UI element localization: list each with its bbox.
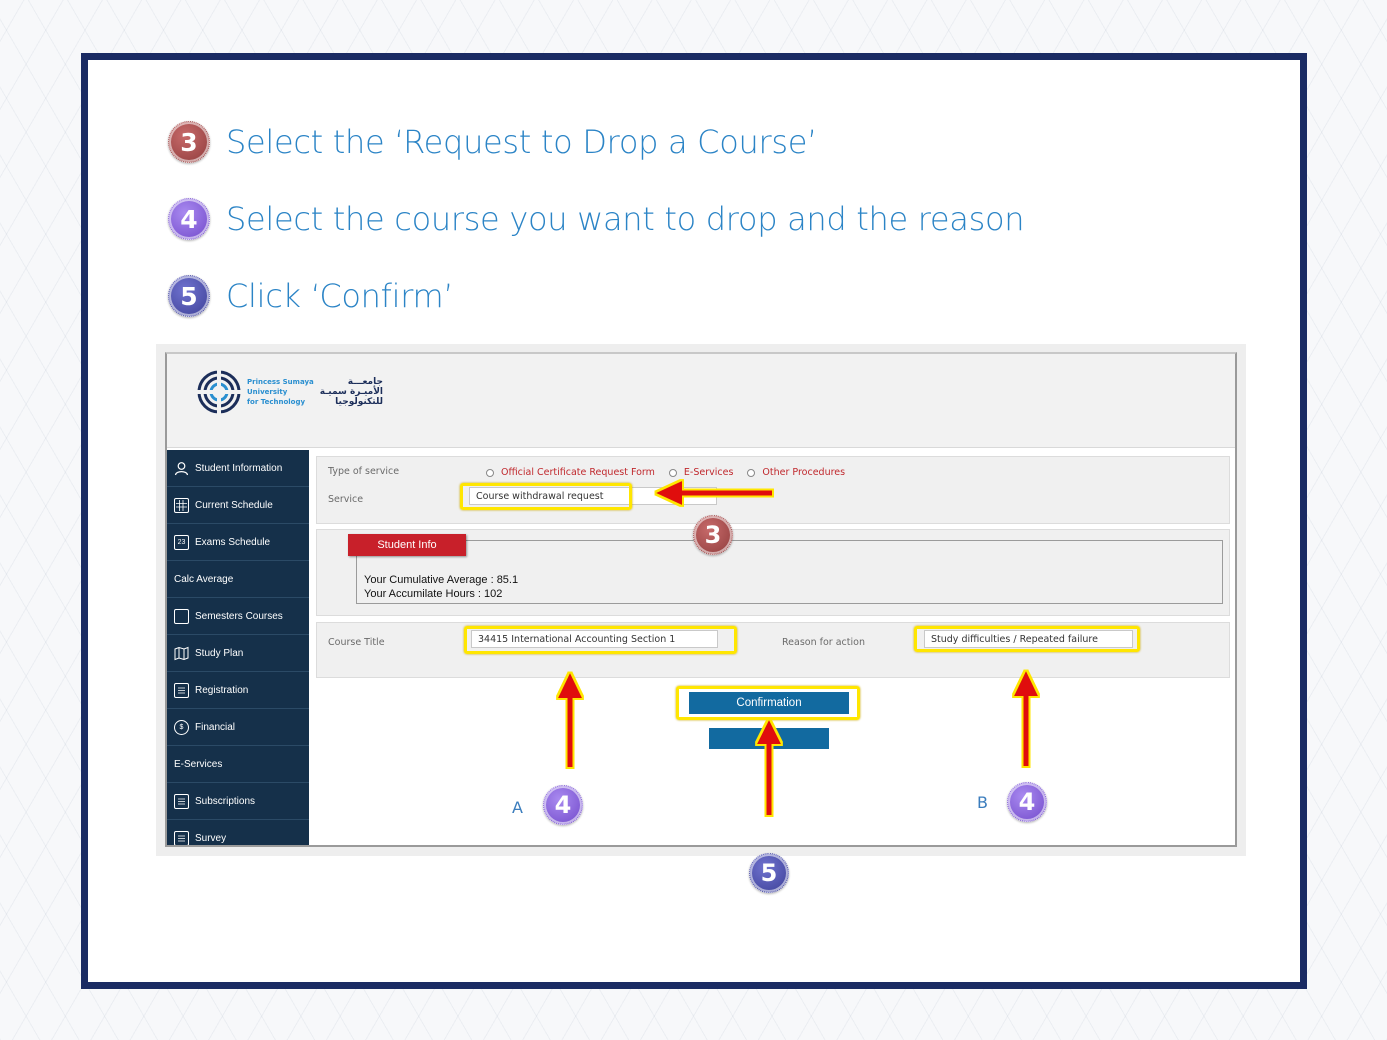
type-of-service-label: Type of service bbox=[328, 466, 400, 477]
annotation-letter-b: B bbox=[977, 793, 988, 812]
clipboard-icon bbox=[174, 830, 189, 845]
sidebar-item-survey[interactable]: Survey bbox=[167, 820, 309, 845]
sidebar-item-label: Semesters Courses bbox=[195, 610, 283, 622]
step-5: 5 Click ‘Confirm’ bbox=[168, 275, 454, 317]
confirmation-button[interactable]: Confirmation bbox=[689, 692, 849, 714]
reason-highlight bbox=[914, 626, 1140, 652]
student-info-box bbox=[356, 540, 1223, 604]
student-info-tag: Student Info bbox=[348, 534, 466, 556]
radio-label-other-procedures[interactable]: Other Procedures bbox=[762, 467, 846, 478]
document-icon bbox=[174, 682, 189, 698]
annotation-letter-a: A bbox=[512, 798, 523, 817]
step-number-4-badge: 4 bbox=[168, 198, 210, 240]
sidebar-item-label: Survey bbox=[195, 832, 227, 844]
user-icon bbox=[174, 461, 189, 476]
university-logo: Princess Sumaya University for Technolog… bbox=[197, 370, 383, 414]
step-4: 4 Select the course you want to drop and… bbox=[168, 198, 1025, 240]
portal-screenshot: Princess Sumaya University for Technolog… bbox=[156, 344, 1246, 856]
annotation-badge-4a: 4 bbox=[543, 785, 583, 825]
sidebar-item-label: E-Services bbox=[174, 758, 223, 770]
sidebar-item-semesters-courses[interactable]: Semesters Courses bbox=[167, 598, 309, 635]
logo-en-line-2: University bbox=[247, 388, 288, 396]
course-title-select[interactable]: 34415 International Accounting Section 1 bbox=[471, 630, 718, 648]
sidebar-item-registration[interactable]: Registration bbox=[167, 672, 309, 709]
sidebar: Student Information Current Schedule 23 … bbox=[167, 450, 309, 845]
sidebar-item-e-services[interactable]: E-Services bbox=[167, 746, 309, 783]
course-title-highlight bbox=[464, 626, 737, 654]
annotation-badge-5: 5 bbox=[749, 853, 789, 893]
radio-label-e-services[interactable]: E-Services bbox=[683, 467, 734, 478]
radio-label-official-certificate[interactable]: Official Certificate Request Form bbox=[501, 467, 655, 478]
sidebar-item-label: Student Information bbox=[195, 462, 283, 474]
logo-ar-line-3: للتكنولوجيا bbox=[335, 397, 383, 407]
annotation-badge-3: 3 bbox=[693, 515, 733, 555]
step-number-3-badge: 3 bbox=[168, 121, 210, 163]
radio-other-procedures[interactable] bbox=[747, 468, 756, 477]
clipboard-icon bbox=[174, 793, 189, 809]
logo-en-line-3: for Technology bbox=[247, 398, 306, 406]
portal-window: Princess Sumaya University for Technolog… bbox=[165, 352, 1237, 847]
step-3-text: Select the ‘Request to Drop a Course’ bbox=[226, 123, 817, 161]
sidebar-item-label: Financial bbox=[195, 721, 236, 733]
confirmation-highlight bbox=[676, 686, 860, 720]
sidebar-item-financial[interactable]: $ Financial bbox=[167, 709, 309, 746]
logo-en-line-1: Princess Sumaya bbox=[247, 378, 314, 386]
calendar-23-icon: 23 bbox=[174, 534, 189, 550]
sidebar-item-label: Subscriptions bbox=[195, 795, 256, 807]
reason-label: Reason for action bbox=[782, 637, 865, 648]
sidebar-item-current-schedule[interactable]: Current Schedule bbox=[167, 487, 309, 524]
step-3: 3 Select the ‘Request to Drop a Course’ bbox=[168, 121, 817, 163]
logo-english-text: Princess Sumaya University for Technolog… bbox=[247, 377, 314, 407]
logo-arabic-text: جامعـــة الأميـرة سميـة للتكنولوجيا bbox=[320, 377, 383, 407]
secondary-button[interactable] bbox=[709, 728, 829, 749]
logo-ar-line-1: جامعـــة bbox=[347, 377, 383, 387]
reason-select[interactable]: Study difficulties / Repeated failure bbox=[924, 630, 1133, 648]
step-4-text: Select the course you want to drop and t… bbox=[226, 200, 1025, 238]
sidebar-item-label: Study Plan bbox=[195, 647, 244, 659]
service-panel bbox=[316, 456, 1230, 524]
sidebar-item-label: Calc Average bbox=[174, 573, 234, 585]
service-select-highlight bbox=[460, 483, 632, 510]
service-select[interactable]: Course withdrawal request bbox=[469, 487, 717, 505]
radio-official-certificate[interactable] bbox=[486, 468, 494, 477]
course-title-label: Course Title bbox=[328, 637, 385, 648]
cumulative-average-text: Your Cumulative Average : 85.1 bbox=[364, 574, 519, 586]
accumulate-hours-text: Your Accumilate Hours : 102 bbox=[364, 588, 503, 600]
radio-e-services[interactable] bbox=[668, 468, 677, 477]
map-icon bbox=[174, 646, 189, 661]
sidebar-item-student-information[interactable]: Student Information bbox=[167, 450, 309, 487]
service-type-radio-group: Official Certificate Request Form E-Serv… bbox=[472, 467, 845, 478]
dollar-icon: $ bbox=[174, 719, 189, 735]
sidebar-item-subscriptions[interactable]: Subscriptions bbox=[167, 783, 309, 820]
sidebar-item-calc-average[interactable]: Calc Average bbox=[167, 561, 309, 598]
main-content: Type of service Official Certificate Req… bbox=[309, 450, 1235, 845]
sidebar-item-label: Exams Schedule bbox=[195, 536, 271, 548]
step-5-text: Click ‘Confirm’ bbox=[226, 277, 454, 315]
sidebar-item-study-plan[interactable]: Study Plan bbox=[167, 635, 309, 672]
portal-header: Princess Sumaya University for Technolog… bbox=[167, 354, 1235, 448]
step-number-5-badge: 5 bbox=[168, 275, 210, 317]
logo-ar-line-2: الأميـرة سميـة bbox=[319, 387, 383, 397]
sidebar-item-label: Current Schedule bbox=[195, 499, 273, 511]
logo-emblem-icon bbox=[197, 370, 241, 414]
calendar-grid-icon bbox=[174, 497, 189, 513]
sidebar-item-label: Registration bbox=[195, 684, 249, 696]
copy-icon bbox=[174, 608, 189, 624]
annotation-badge-4b: 4 bbox=[1007, 782, 1047, 822]
service-label: Service bbox=[328, 494, 364, 505]
sidebar-item-exams-schedule[interactable]: 23 Exams Schedule bbox=[167, 524, 309, 561]
